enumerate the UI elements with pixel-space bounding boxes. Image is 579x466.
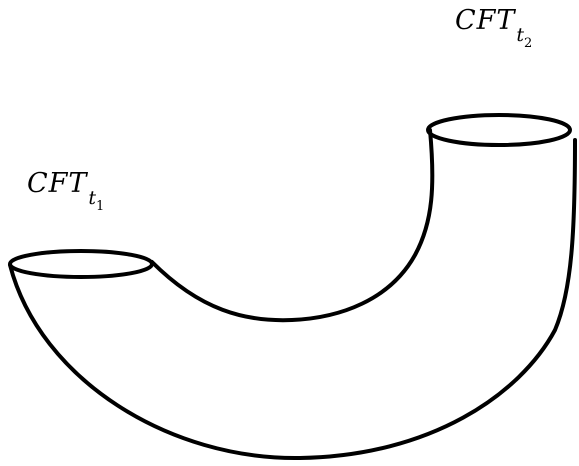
label-t2-base: CFT xyxy=(455,5,516,36)
tube-inner-wall xyxy=(150,128,435,323)
tube-outer-wall xyxy=(8,138,577,461)
label-t2-sub: t xyxy=(516,24,525,46)
mouth-t1-ellipse xyxy=(8,249,154,279)
label-t1-base: CFT xyxy=(27,168,88,199)
label-t2-subsub: 2 xyxy=(524,36,533,51)
label-t1-subsub: 1 xyxy=(96,199,105,214)
boundary-label-t2: CFTt2 xyxy=(455,5,532,50)
label-t1-sub: t xyxy=(88,187,97,209)
mouth-t2-ellipse xyxy=(426,113,572,147)
boundary-label-t1: CFTt1 xyxy=(27,168,104,213)
